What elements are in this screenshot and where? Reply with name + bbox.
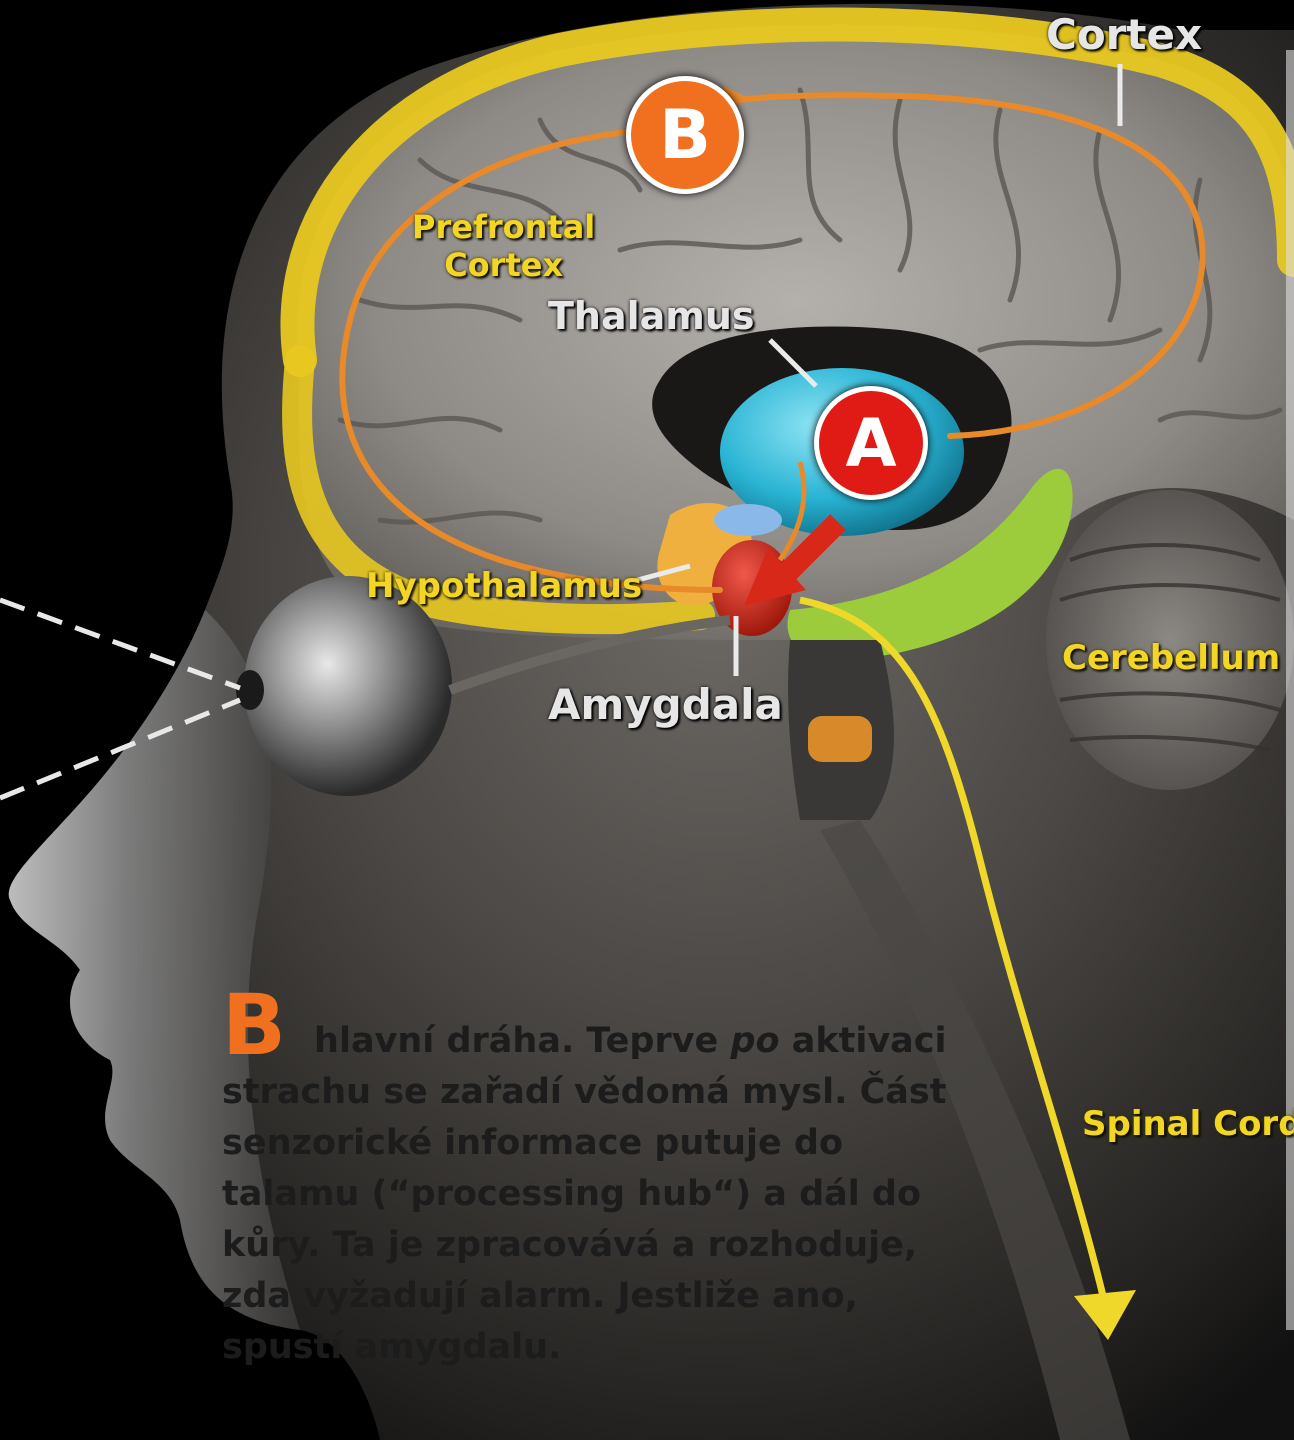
label-hypothalamus: Hypothalamus	[366, 566, 642, 606]
caption-letter-b: B	[222, 976, 286, 1074]
caption-emphasis: po	[730, 1021, 779, 1061]
label-prefrontal-line2: Cortex	[412, 246, 595, 284]
label-cortex: Cortex	[1046, 10, 1202, 59]
badge-b: B	[626, 76, 744, 194]
eye-lens	[236, 670, 264, 710]
label-cerebellum: Cerebellum	[1062, 638, 1280, 678]
label-amygdala: Amygdala	[548, 680, 783, 729]
label-prefrontal-cortex: Prefrontal Cortex	[412, 208, 595, 284]
label-prefrontal-line1: Prefrontal	[412, 208, 595, 246]
caption-text-after: aktivaci strachu se zařadí vědomá mysl. …	[222, 1021, 947, 1367]
caption-text-before: hlavní dráha. Teprve	[314, 1021, 730, 1061]
badge-a: A	[814, 386, 928, 500]
label-thalamus: Thalamus	[548, 294, 755, 338]
label-spinal-cord: Spinal Cord	[1082, 1104, 1294, 1144]
eyeball	[244, 576, 452, 796]
pons	[808, 716, 872, 762]
blue-nucleus	[714, 504, 782, 536]
caption-text: Bhlavní dráha. Teprve po aktivaci strach…	[222, 990, 982, 1373]
